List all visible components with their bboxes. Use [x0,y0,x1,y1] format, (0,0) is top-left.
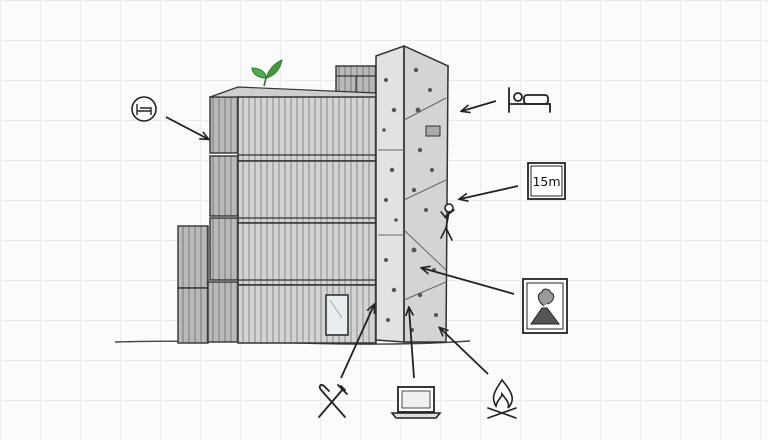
arrow-height [460,185,519,199]
height-sign-icon: 15m [527,162,566,200]
main-container-stack [207,86,377,344]
arrow-campfire [440,328,489,375]
arrow-dining [340,305,374,379]
bed-icon [131,96,157,122]
arrows [165,100,519,379]
climbing-wall-tower [375,44,449,343]
volcano-painting-icon [522,278,568,334]
height-sign-label: 15m [532,174,560,189]
arrow-bed-right [462,100,497,111]
side-container-stack [177,225,209,344]
campfire-icon [487,378,517,419]
sprout-icon [251,59,283,87]
laptop-icon [390,386,442,419]
climber-icon [440,203,455,241]
glass-door [325,294,349,336]
bed-icon [508,87,551,113]
arrow-bed-left [165,116,208,139]
fork-knife-icon [318,384,348,418]
arrow-office [409,308,415,379]
arrow-artwork [422,268,515,295]
